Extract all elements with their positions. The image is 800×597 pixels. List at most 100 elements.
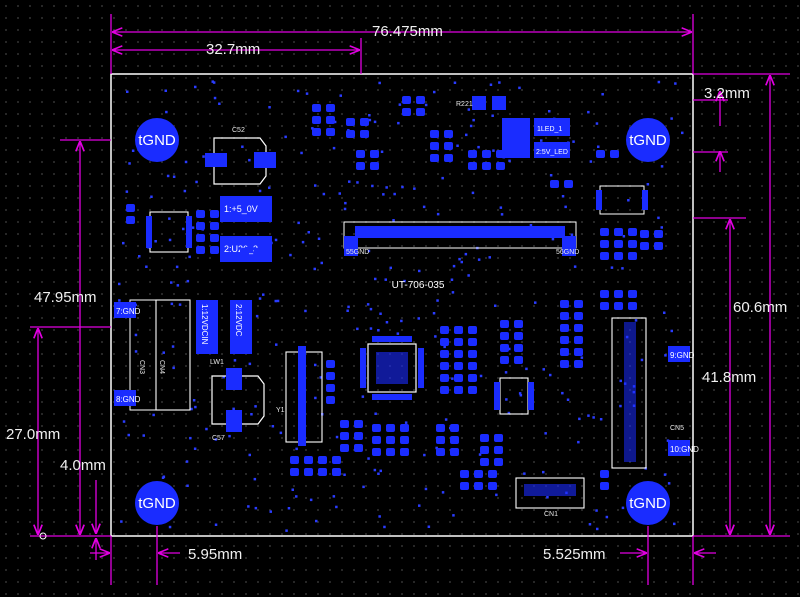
smd-pad — [600, 252, 609, 260]
via — [561, 195, 565, 198]
smd-pad — [126, 204, 135, 212]
via — [186, 279, 190, 283]
via — [400, 319, 403, 323]
smd-pad — [372, 436, 381, 444]
smd-pad — [564, 180, 573, 188]
regulator-c52: C52 — [205, 127, 276, 185]
via — [319, 376, 322, 379]
smd-pad — [440, 350, 449, 358]
smd-pad — [304, 468, 313, 476]
via — [392, 219, 395, 222]
via — [339, 94, 342, 97]
via — [660, 226, 663, 229]
smd-pad — [454, 350, 463, 358]
mount-label: tGND — [138, 495, 176, 512]
smd-pad — [468, 338, 477, 346]
via — [403, 279, 406, 283]
via — [295, 495, 298, 498]
via — [379, 469, 382, 473]
smd-pad — [290, 456, 299, 464]
dim-right-inset: 5.525mm — [543, 546, 606, 563]
smd-pad — [196, 222, 205, 230]
via — [262, 293, 265, 296]
via — [348, 180, 351, 183]
smd-pad — [468, 362, 477, 370]
via — [397, 121, 400, 125]
via — [667, 482, 671, 485]
dim-overall-height: 60.6mm — [733, 299, 787, 316]
smd-pad — [468, 386, 477, 394]
smd-pad — [354, 432, 363, 440]
via — [241, 145, 244, 148]
pad-12va-label: 1:12VDCIN — [200, 304, 209, 345]
smd-pad — [304, 456, 313, 464]
via — [127, 433, 130, 437]
via — [313, 267, 316, 271]
via — [627, 199, 630, 202]
via — [670, 329, 673, 333]
smd-pad — [454, 362, 463, 370]
via — [595, 509, 598, 512]
smd-pad — [460, 470, 469, 478]
smd-pad — [500, 320, 509, 328]
via — [305, 92, 309, 95]
via — [304, 309, 307, 313]
via — [172, 175, 176, 178]
via — [670, 117, 673, 120]
smd-pad — [430, 130, 439, 138]
smd-pad — [560, 324, 569, 332]
via — [452, 264, 456, 268]
via — [518, 392, 522, 395]
smd-pad — [596, 150, 605, 158]
via — [166, 174, 170, 178]
via — [170, 281, 173, 284]
smd-pad — [468, 326, 477, 334]
via — [250, 413, 253, 416]
smd-pad — [340, 420, 349, 428]
smd-pad — [450, 424, 459, 432]
smd-pad — [346, 118, 355, 126]
via — [519, 394, 523, 397]
via — [295, 447, 298, 451]
via — [369, 327, 373, 330]
smd-pad — [600, 482, 609, 490]
via — [164, 89, 167, 92]
via — [254, 405, 257, 408]
smd-pad — [654, 230, 663, 238]
via — [247, 505, 250, 508]
smd-pad — [468, 350, 477, 358]
via — [507, 411, 511, 415]
smd-pad — [402, 108, 411, 116]
smd-pad — [440, 386, 449, 394]
pads-12v: 1:12VDCIN 2:12VDC LW1 — [196, 300, 252, 366]
via — [176, 284, 180, 287]
smd-pad — [372, 424, 381, 432]
smd-pad — [480, 434, 489, 442]
via — [182, 227, 185, 231]
smd-pad — [332, 468, 341, 476]
via — [268, 106, 271, 109]
smd-pad — [628, 240, 637, 248]
via — [373, 468, 377, 472]
via — [368, 114, 371, 117]
smd-pad — [326, 372, 335, 380]
via — [401, 185, 404, 189]
dim-left-height: 47.95mm — [34, 289, 97, 306]
via — [587, 110, 590, 114]
via — [254, 506, 258, 510]
led-pad-c-label: 2:5V_LED — [536, 149, 568, 156]
smd-pad — [126, 216, 135, 224]
smd-pad — [318, 468, 327, 476]
smd-pad — [240, 236, 249, 244]
smd-pad — [210, 234, 219, 242]
via — [657, 216, 660, 220]
via — [435, 446, 438, 450]
via — [332, 495, 336, 498]
via — [534, 301, 537, 304]
silk-cn5: CN5 — [670, 425, 684, 432]
via — [168, 217, 171, 220]
via — [452, 514, 455, 517]
fpc-connector: 55GND 56GND — [343, 221, 579, 256]
smd-pad — [440, 362, 449, 370]
